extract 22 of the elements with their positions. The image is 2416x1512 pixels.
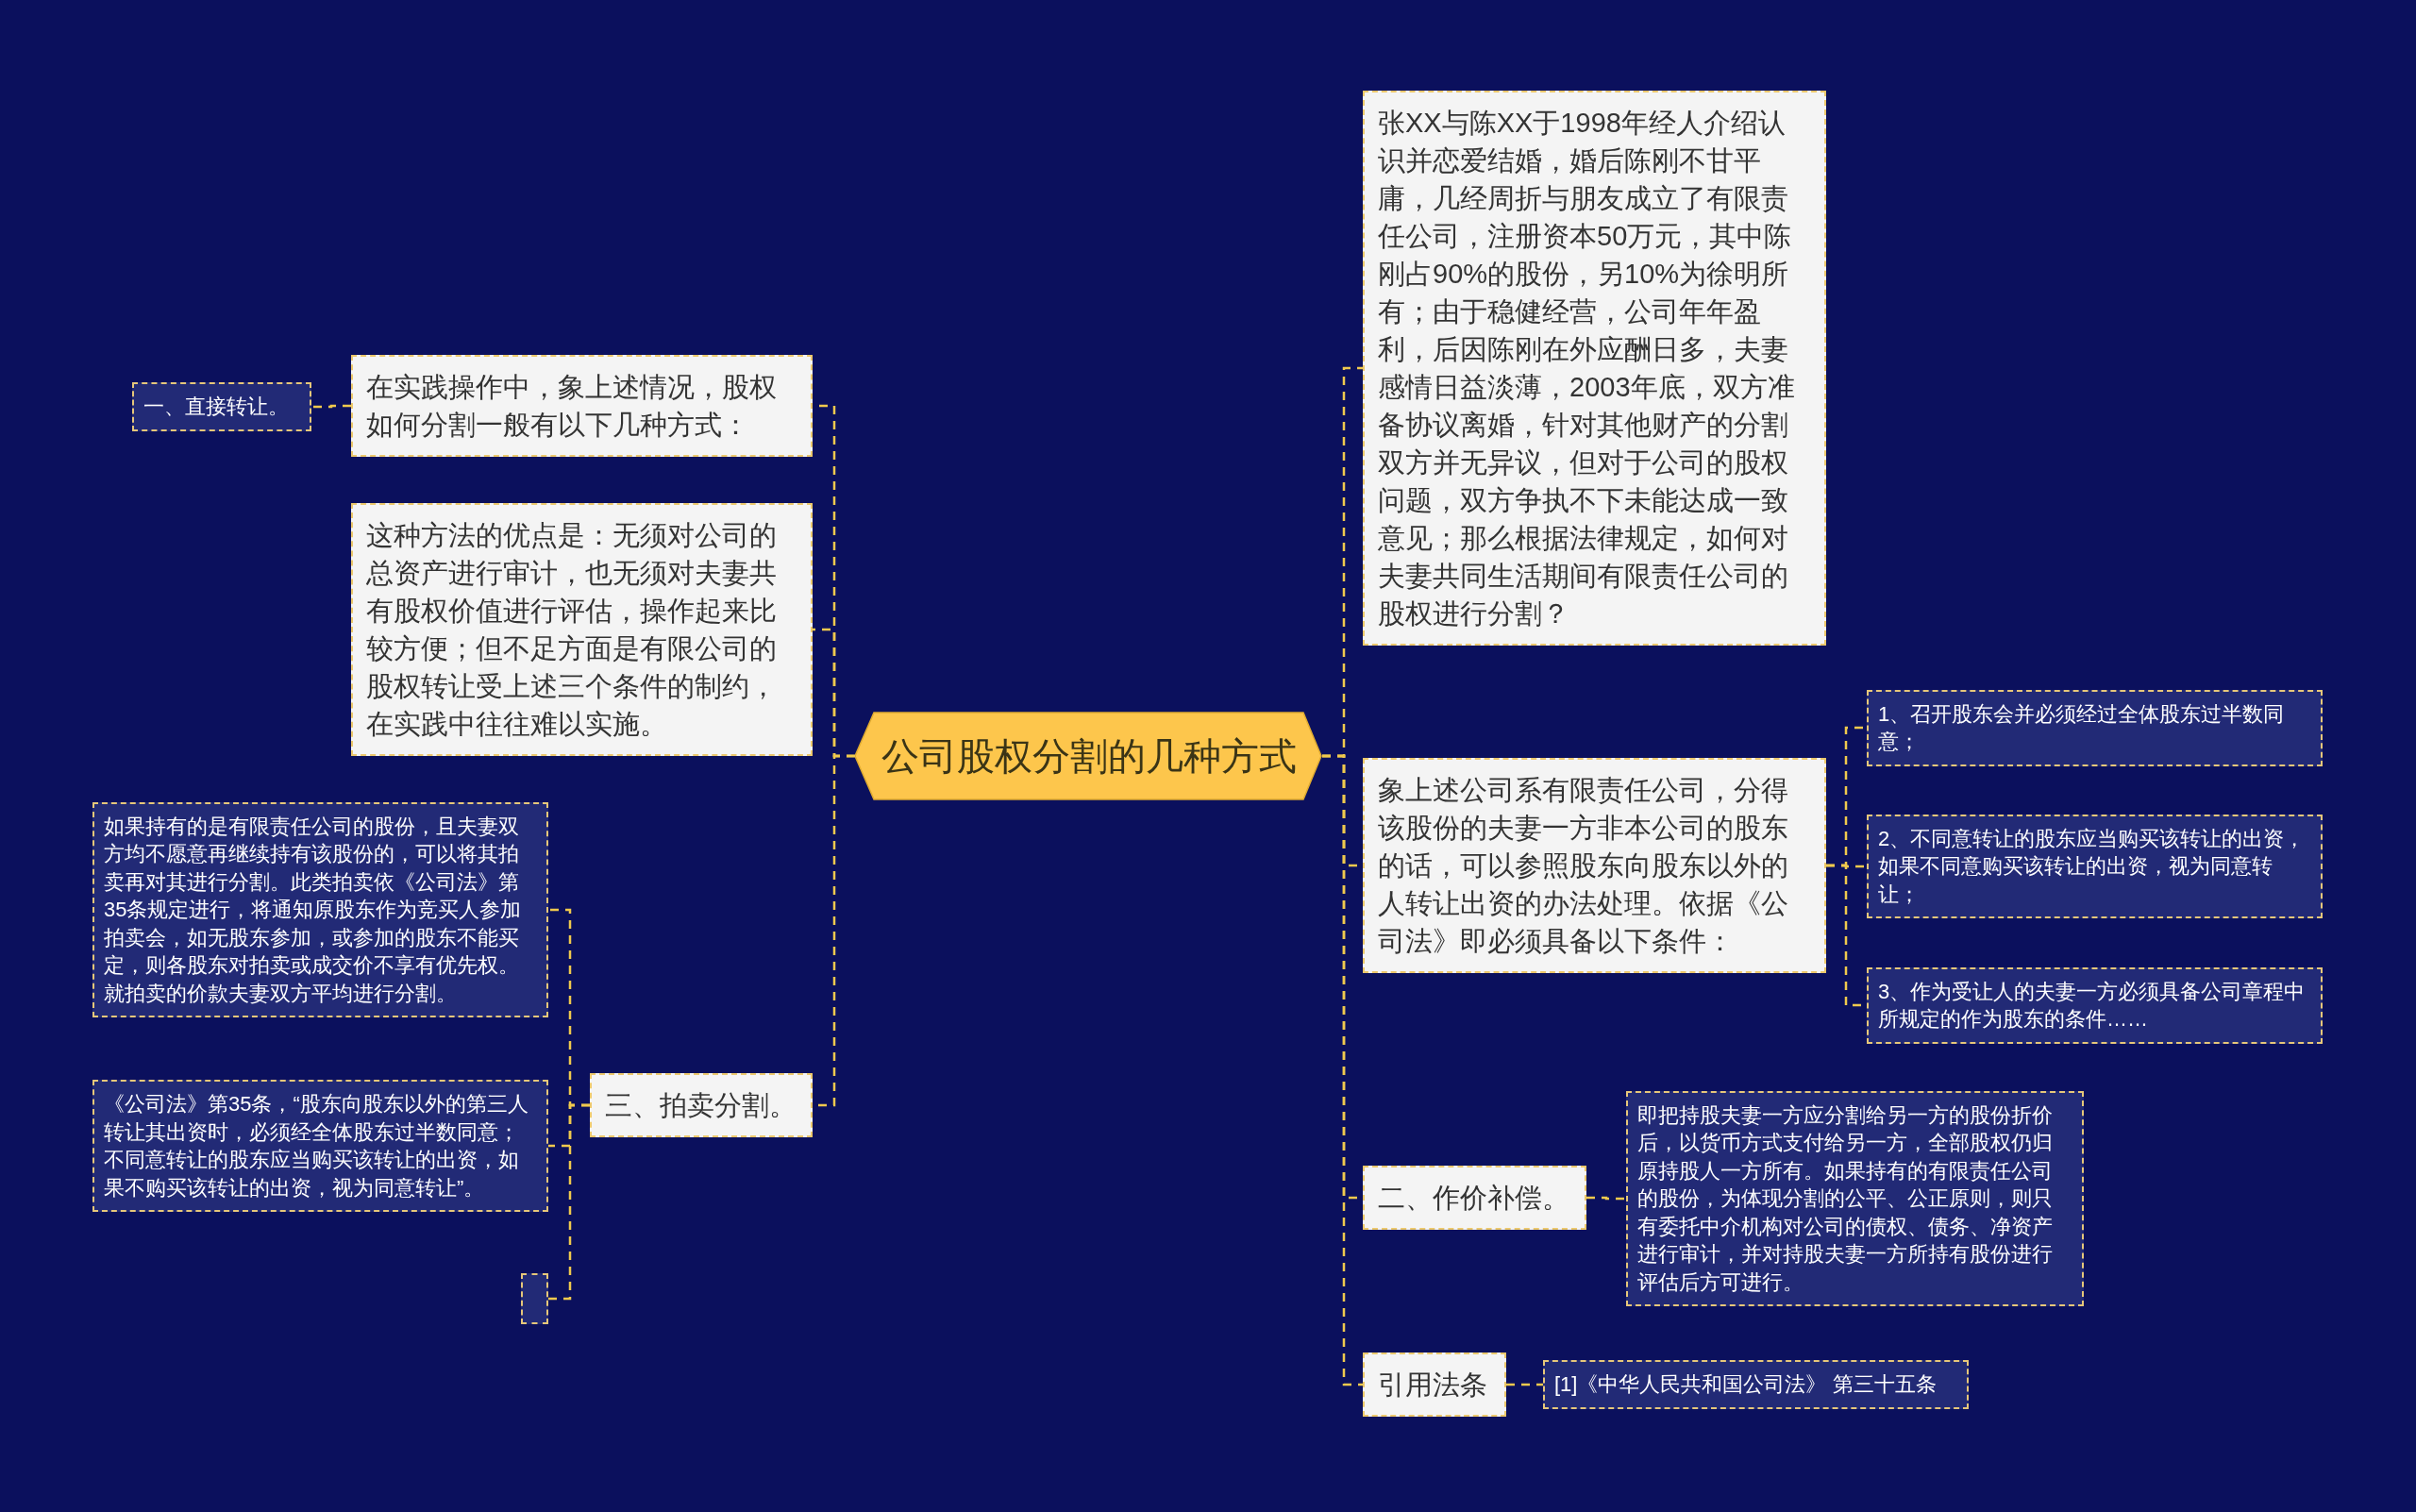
connector-line	[1322, 754, 1363, 1386]
title-hexagon: 公司股权分割的几种方式	[855, 712, 1322, 800]
note-box: 1、召开股东会并必须经过全体股东过半数同意；	[1867, 689, 2323, 766]
topic-box: 在实践操作中，象上述情况，股权如何分割一般有以下几种方式：	[351, 355, 813, 457]
note-box: 如果持有的是有限责任公司的股份，且夫妻双方均不愿意再继续持有该股份的，可以将其拍卖再对其进行分割。此类拍卖依《公司法》第35条规定进行，将通知原股东作为竞买人参加拍卖会，如无股东参加，或参加的股东不能买定，则各股东对拍卖或成交价不享有优先权。就拍卖的价款夫妻双方平均进行分割。	[92, 801, 548, 1017]
note-box: 《公司法》第35条，“股东向股东以外的第三人转让其出资时，必须经全体股东过半数同意；不同意转让的股东应当购买该转让的出资，如果不购买该转让的出资，视为同意转让”。	[92, 1080, 548, 1212]
topic-box: 二、作价补偿。	[1363, 1166, 1586, 1230]
topic-box: 张XX与陈XX于1998年经人介绍认识并恋爱结婚，婚后陈刚不甘平庸，几经周折与朋友成立了有限责任公司，注册资本50万元，其中陈刚占90%的股份，另10%为徐明所有；由于稳健经营，公司年年盈利，后因陈刚在外应酬日多，夫妻感情日益淡薄，2003年底，双方准备协议离婚，针对其他财产的分割双方并无异议，但对于公司的股权问题，双方争执不下未能达成一致意见；那么根据法律规定，如何对夫妻共同生活期间有限责任公司的股权进行分割？	[1363, 91, 1826, 646]
topic-box: 象上述公司系有限责任公司，分得该股份的夫妻一方非本公司的股东的话，可以参照股东向股东以外的人转让出资的办法处理。依据《公司法》即必须具备以下条件：	[1363, 758, 1826, 973]
note-box: [1]《中华人民共和国公司法》 第三十五条	[1543, 1360, 1969, 1409]
topic-box: 三、拍卖分割。	[590, 1073, 813, 1137]
note-box: 一、直接转让。	[132, 382, 311, 431]
connector-line	[548, 1103, 590, 1301]
note-box: 即把持股夫妻一方应分割给另一方的股份折价后，以货币方式支付给另一方，全部股权仍归原持股人一方所有。如果持有的有限责任公司的股份，为体现分割的公平、公正原则，则只有委托中介机构对公司的债权、债务、净资产进行审计，并对持股夫妻一方所持有股份进行评估后方可进行。	[1626, 1090, 2084, 1306]
note-box: 2、不同意转让的股东应当购买该转让的出资，如果不同意购买该转让的出资，视为同意转让；	[1867, 814, 2323, 918]
connector-line	[1586, 1196, 1626, 1201]
topic-box: 引用法条	[1363, 1352, 1506, 1417]
connector-line	[311, 404, 351, 409]
connector-line	[1506, 1383, 1543, 1386]
topic-box: 这种方法的优点是：无须对公司的总资产进行审计，也无须对夫妻共有股权价值进行评估，操作起来比较方便；但不足方面是有限公司的股权转让受上述三个条件的制约，在实践中往往难以实施。	[351, 503, 813, 756]
note-box: 3、作为受让人的夫妻一方必须具备公司章程中所规定的作为股东的条件……	[1867, 966, 2323, 1044]
empty-box	[521, 1273, 548, 1324]
